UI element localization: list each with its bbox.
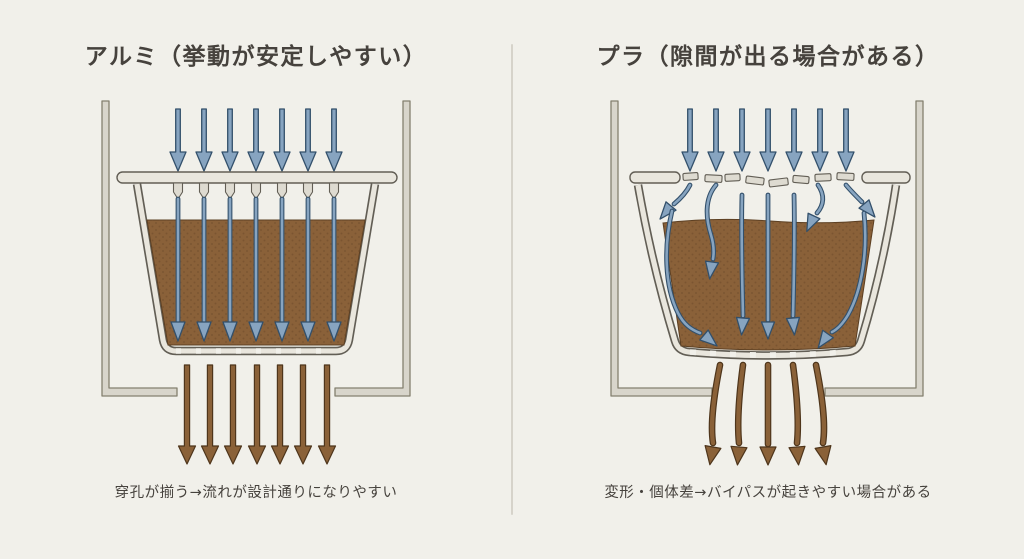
piercing-pin	[302, 182, 314, 200]
bypass-flow-lines	[654, 182, 881, 353]
lid-segment	[836, 172, 855, 181]
plastic-capsule-diagram	[610, 100, 924, 467]
lid-segment	[814, 173, 832, 182]
coffee-outflow-arrow	[200, 364, 220, 465]
water-inlet-arrow	[707, 108, 725, 172]
water-inlet-arrow	[273, 108, 291, 172]
piercing-pin	[224, 182, 236, 200]
piercing-pin	[172, 182, 184, 200]
coffee-outflow-arrow	[293, 364, 313, 465]
lid-segment	[704, 174, 723, 183]
aluminum-panel: アルミ（挙動が安定しやすい）	[84, 44, 428, 501]
lid-segment	[682, 172, 699, 181]
water-inlet-arrow	[759, 108, 777, 172]
water-inlet-arrow	[195, 108, 213, 172]
aluminum-panel-title: アルミ（挙動が安定しやすい）	[84, 44, 428, 70]
coffee-outflow-arrow	[247, 364, 267, 465]
water-inlet-arrow	[681, 108, 699, 172]
water-inlet-arrows	[681, 108, 855, 172]
coffee-outflow-arrows	[177, 364, 337, 465]
water-inlet-arrows	[169, 108, 343, 172]
lid-segment	[768, 177, 789, 188]
capsule-lid-flat	[116, 171, 398, 200]
aluminum-capsule-diagram	[101, 100, 411, 465]
coffee-outflow-arrowhead	[728, 445, 748, 467]
capsule-body	[633, 184, 901, 360]
piercing-pin	[328, 182, 340, 200]
water-inlet-arrow	[811, 108, 829, 172]
water-inlet-arrow	[733, 108, 751, 172]
lid-segment	[792, 174, 810, 185]
water-inlet-arrow	[837, 108, 855, 172]
coffee-outflow-arrowhead	[701, 445, 722, 467]
coffee-outflow-arrowhead	[814, 445, 835, 467]
capsule-holder	[610, 100, 924, 397]
coffee-outflow-arrow	[270, 364, 290, 465]
coffee-outflow-arrow	[223, 364, 243, 465]
coffee-outflow-arrowhead	[788, 445, 808, 467]
water-inlet-arrow	[325, 108, 343, 172]
piercing-pin	[276, 182, 288, 200]
plastic-panel-caption: 変形・個体差→バイパスが起きやすい場合がある	[604, 485, 932, 501]
water-inlet-arrow	[221, 108, 239, 172]
aluminum-panel-caption: 穿孔が揃う→流れが設計通りになりやすい	[114, 485, 398, 501]
water-inlet-arrow	[169, 108, 187, 172]
lid-segment	[724, 173, 741, 182]
lid-segment	[745, 175, 765, 186]
water-inlet-arrow	[299, 108, 317, 172]
coffee-outflow-arrow	[177, 364, 197, 465]
piercing-pin	[250, 182, 262, 200]
coffee-outflow-arrows	[701, 361, 835, 467]
coffee-outflow-arrowhead	[759, 446, 777, 466]
coffee-outflow-arrow	[317, 364, 337, 465]
piercing-pin	[198, 182, 210, 200]
capsule-lid-deformed	[629, 171, 911, 188]
water-inlet-arrow	[247, 108, 265, 172]
plastic-panel-title: プラ（隙間が出る場合がある）	[596, 44, 940, 70]
water-inlet-arrow	[785, 108, 803, 172]
plastic-panel: プラ（隙間が出る場合がある）	[512, 0, 1024, 559]
capsule-holder	[101, 100, 411, 397]
panel-divider	[511, 44, 513, 515]
